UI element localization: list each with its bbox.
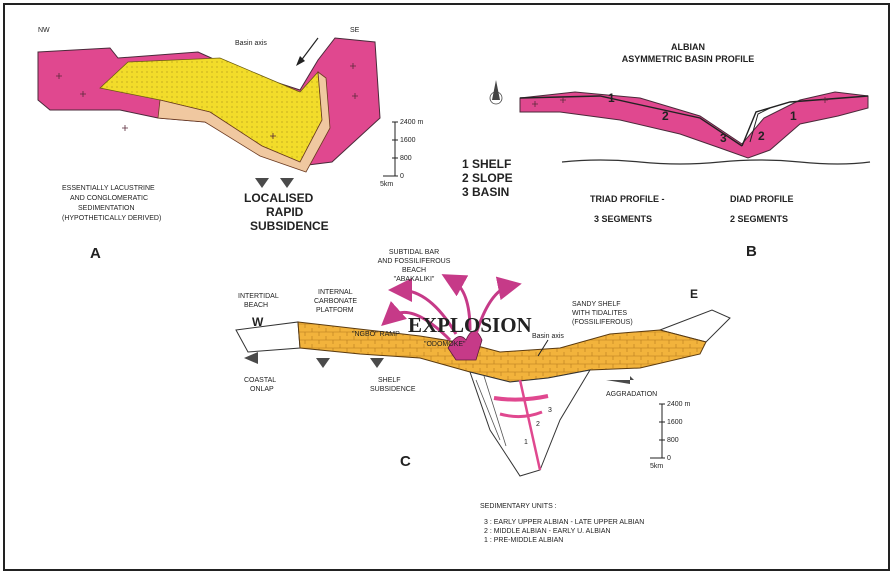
panel-c-sandy-label: (FOSSILIFEROUS) [572,319,633,326]
panel-a-caption-line: (HYPOTHETICALLY DERIVED) [62,215,161,222]
panel-a-scale-label: 2400 m [400,119,424,126]
panel-b-segment-label: 1 SHELF [462,157,511,171]
panel-c-internal-label: PLATFORM [316,307,354,314]
panel-c-scale-label: 0 [667,455,671,462]
panel-a [38,38,398,188]
panel-c-intertidal-label: BEACH [244,302,268,309]
panel-a-subsidence-arrow [255,178,269,188]
panel-c-internal-label: INTERNAL [318,289,353,296]
panel-b-number: 1 [790,109,797,123]
panel-c-ngbo-label: "NGBO" RAMP [352,331,400,338]
panel-b-number: 2 [758,129,765,143]
panel-a-nw-label: NW [38,27,50,34]
panel-c-aggradation-arrow [606,376,634,384]
panel-c-subtidal-label: BEACH [402,267,426,274]
panel-a-caption-line: AND CONGLOMERATIC [70,195,148,202]
panel-a-scale-label: 0 [400,173,404,180]
panel-b-profile [520,92,868,158]
legend-title: SEDIMENTARY UNITS : [480,503,557,510]
panel-a-basin-axis-label: Basin axis [235,40,267,47]
panel-b [490,80,870,164]
panel-c-unit-label: 1 [524,439,528,446]
panel-b-number: 2 [662,109,669,123]
panel-c-odomoke-label: "ODOMOKE" [424,341,466,348]
panel-c-subtidal-label: "ABAKALIKI" [394,276,435,283]
panel-b-base-line [562,160,870,164]
panel-c-subtidal-label: SUBTIDAL BAR [389,249,439,256]
panel-b-triad-label: 3 SEGMENTS [594,214,652,224]
panel-b-triad-label: TRIAD PROFILE - [590,194,665,204]
panel-b-number: 3 [720,131,727,145]
panel-b-segment-label: 2 SLOPE [462,171,513,185]
panel-c-shelf-sub-label: SHELF [378,377,401,384]
panel-c-subtidal-label: AND FOSSILIFEROUS [378,258,451,265]
panel-c-sandy-label: SANDY SHELF [572,301,621,308]
panel-b-letter: B [746,243,757,260]
panel-c-intertidal-label: INTERTIDAL [238,293,279,300]
panel-c-internal-label: CARBONATE [314,298,357,305]
panel-c-aggradation-label: AGGRADATION [606,391,657,398]
panel-c-explosion-label: EXPLOSION [408,313,532,337]
panel-b-title: ASYMMETRIC BASIN PROFILE [622,54,755,64]
panel-c-coastal-wedge [236,322,300,352]
panel-b-segment-label: 3 BASIN [462,185,509,199]
panel-c-basin-axis-label: Basin axis [532,333,564,340]
panel-b-diad-label: DIAD PROFILE [730,194,794,204]
panel-a-subsidence-arrow [280,178,294,188]
panel-c-scale-km: 5km [650,463,663,470]
panel-a-caption-line: SEDIMENTATION [78,205,135,212]
panel-c-coastal-label: COASTAL [244,377,276,384]
panel-b-number: 1 [608,91,615,105]
panel-c-w-label: W [252,315,264,329]
panel-c-subsidence-arrow [370,358,384,368]
panel-c-letter: C [400,453,411,470]
panel-c-scale-label: 1600 [667,419,683,426]
panel-a-subsidence-label: LOCALISED [244,191,314,205]
panel-c-scale-label: 2400 m [667,401,691,408]
panel-a-letter: A [90,245,101,262]
north-arrow-icon [492,80,500,100]
panel-c-subsidence-arrow [316,358,330,368]
panel-b-diad-label: 2 SEGMENTS [730,214,788,224]
panel-c-scale-bar [650,404,665,458]
legend-item: 1 : PRE-MIDDLE ALBIAN [484,537,563,544]
panel-a-basin-axis-arrow [300,38,318,62]
panel-c-sandy-label: WITH TIDALITES [572,310,627,317]
panel-a-se-label: SE [350,27,360,34]
panel-a-scale-bar [383,122,398,176]
panel-c-unit-label: 3 [548,407,552,414]
panel-c-shelf-sub-label: SUBSIDENCE [370,386,416,393]
panel-c-unit-label: 2 [536,421,540,428]
panel-a-scale-km: 5km [380,181,393,188]
panel-c-scale-label: 800 [667,437,679,444]
panel-c [236,280,730,476]
panel-c-coastal-label: ONLAP [250,386,274,393]
panel-a-caption-line: ESSENTIALLY LACUSTRINE [62,185,155,192]
panel-a-subsidence-label: SUBSIDENCE [250,219,329,233]
panel-a-subsidence-label: RAPID [266,205,304,219]
panel-c-onlap-arrow [244,352,258,364]
panel-a-scale-label: 800 [400,155,412,162]
panel-b-title: ALBIAN [671,42,705,52]
legend-item: 3 : EARLY UPPER ALBIAN - LATE UPPER ALBI… [484,519,644,526]
panel-c-e-label: E [690,287,698,301]
legend-item: 2 : MIDDLE ALBIAN - EARLY U. ALBIAN [484,528,611,535]
panel-a-scale-label: 1600 [400,137,416,144]
